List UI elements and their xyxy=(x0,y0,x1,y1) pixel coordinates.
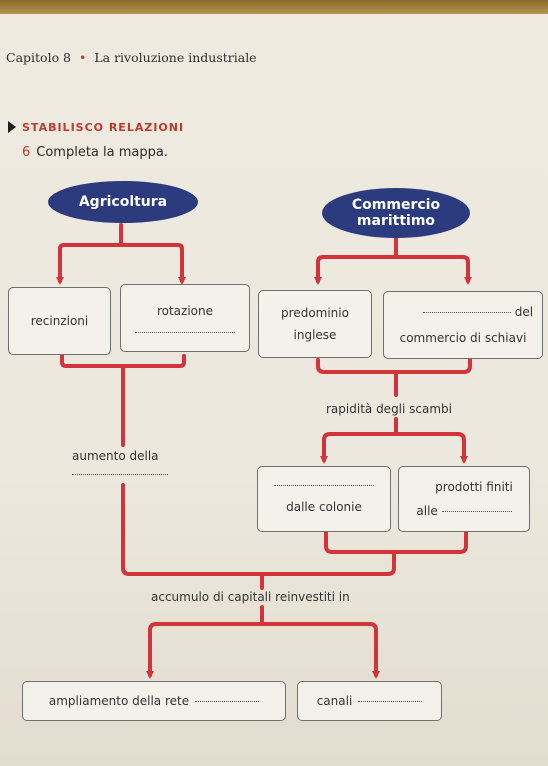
commercio-schiavi-box: del commercio di schiavi xyxy=(383,291,543,359)
ampliamento-box: ampliamento della rete xyxy=(22,681,286,721)
prodotti-box: prodotti finiti alle xyxy=(398,466,530,532)
predominio-box: predominio inglese xyxy=(258,290,372,358)
header-separator: • xyxy=(79,50,87,65)
canali-text: canali xyxy=(316,694,353,708)
dalle-colonie-text: dalle colonie xyxy=(286,499,362,514)
colonie-box: dalle colonie xyxy=(257,466,391,532)
exercise-text: Completa la mappa. xyxy=(36,145,168,160)
connector-line xyxy=(316,255,472,285)
triangle-bullet-icon xyxy=(8,121,16,133)
connector-line xyxy=(316,358,472,374)
section-heading: STABILISCO RELAZIONI xyxy=(8,121,184,134)
rotazione-text: rotazione xyxy=(156,303,214,318)
commercio-blank[interactable] xyxy=(422,312,511,313)
recinzioni-box: recinzioni xyxy=(8,287,111,355)
exercise-number: 6 xyxy=(22,145,31,160)
canali-blank[interactable] xyxy=(358,700,423,702)
prodotti-finiti-text: prodotti finiti xyxy=(435,480,513,494)
connector-line xyxy=(58,243,186,285)
aumento-label: aumento della xyxy=(72,449,168,477)
book-page xyxy=(0,14,548,766)
section-label: STABILISCO RELAZIONI xyxy=(22,121,185,134)
inglese-text: inglese xyxy=(293,328,337,342)
chapter-header: Capitolo 8 • La rivoluzione industriale xyxy=(6,50,257,65)
accumulo-label: accumulo di capitali reinvestiti in xyxy=(151,590,350,604)
connector-line xyxy=(121,483,396,576)
del-text: del xyxy=(514,305,534,319)
colonie-blank[interactable] xyxy=(274,484,374,486)
commercio-oval: Commercio marittimo xyxy=(322,188,470,238)
rapidita-label: rapidità degli scambi xyxy=(326,402,453,416)
commercio-label-line1: Commercio xyxy=(351,197,441,213)
commercio-schiavi-text: commercio di schiavi xyxy=(399,331,527,345)
ampliamento-text: ampliamento della rete xyxy=(48,694,190,708)
predominio-text: predominio xyxy=(281,306,349,320)
connector-line xyxy=(148,622,380,679)
recinzioni-text: recinzioni xyxy=(30,314,89,328)
commercio-label-line2: marittimo xyxy=(356,213,436,229)
chapter-number: Capitolo 8 xyxy=(6,50,72,65)
rotazione-box: rotazione xyxy=(120,284,250,352)
alle-text: alle xyxy=(416,504,438,518)
connector-line xyxy=(324,530,468,554)
exercise-instruction: 6 Completa la mappa. xyxy=(22,145,168,160)
rotazione-blank[interactable] xyxy=(135,331,235,333)
alle-blank[interactable] xyxy=(441,511,512,512)
aumento-blank[interactable] xyxy=(72,474,168,475)
agricoltura-label: Agricoltura xyxy=(78,194,168,210)
agricoltura-oval: Agricoltura xyxy=(48,181,198,223)
chapter-title: La rivoluzione industriale xyxy=(94,50,257,65)
connector-line xyxy=(322,432,468,464)
aumento-text: aumento della xyxy=(72,449,159,463)
canali-box: canali xyxy=(297,681,442,721)
ampliamento-blank[interactable] xyxy=(195,700,260,702)
